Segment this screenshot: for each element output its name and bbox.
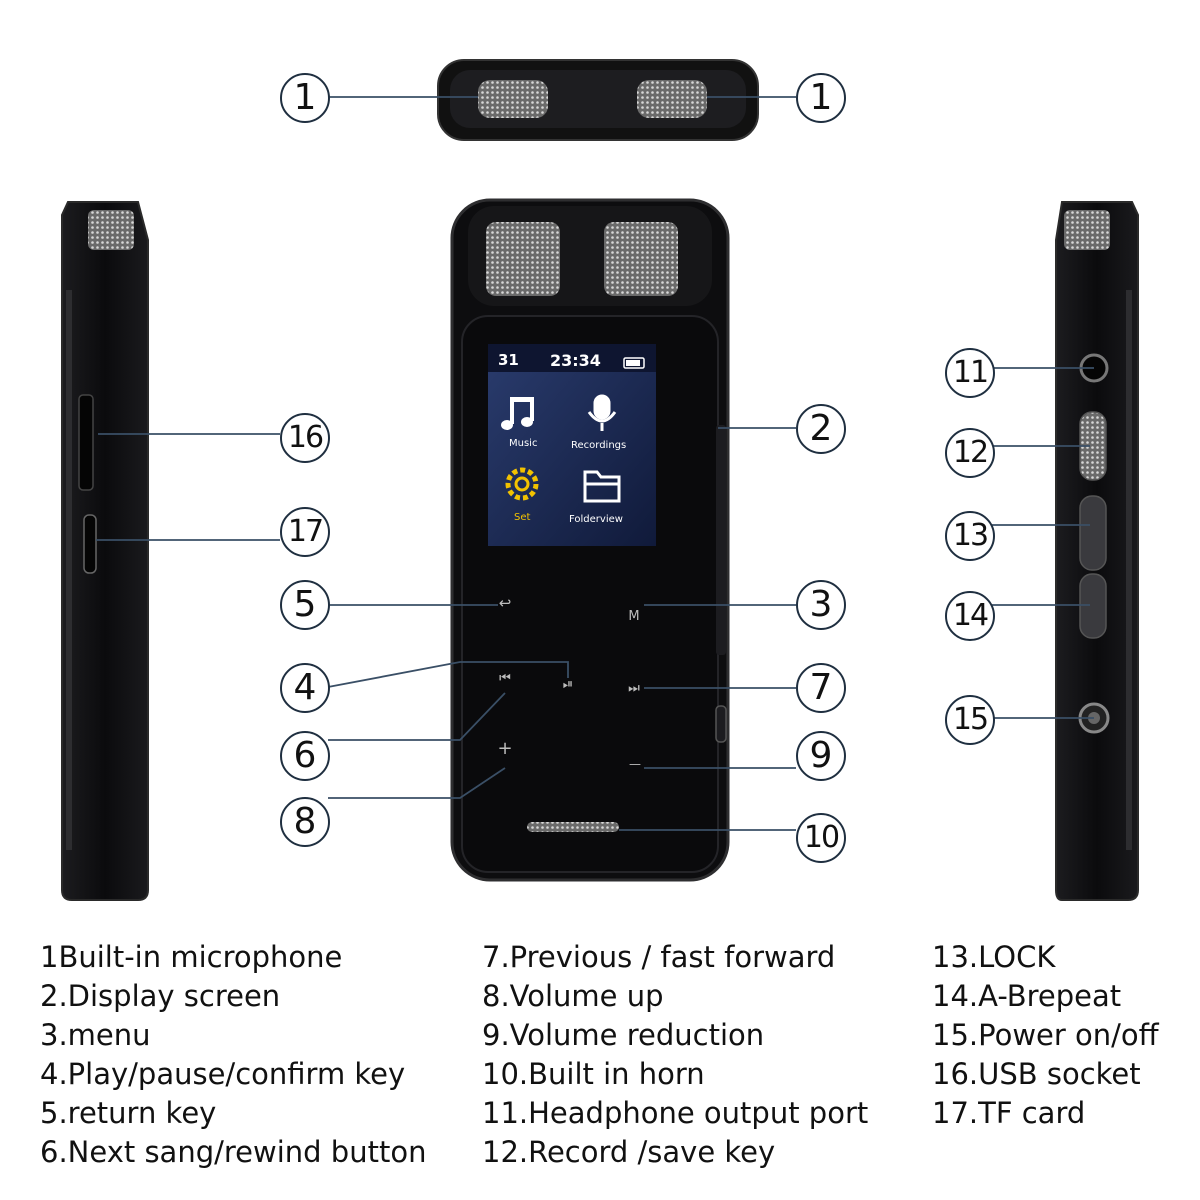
legend-item: 8.Volume up <box>482 977 868 1016</box>
legend-item: 17.TF card <box>932 1094 1159 1133</box>
volume-indicator: 31 <box>498 351 519 369</box>
legend-item: 7.Previous / fast forward <box>482 938 868 977</box>
device-diagram: 31 23:34 Music Recordings S <box>0 0 1200 930</box>
front-microphone-left <box>486 222 560 296</box>
app-label-recordings: Recordings <box>571 440 626 451</box>
callout-3: 3 <box>796 580 846 630</box>
legend-item: 13.LOCK <box>932 938 1159 977</box>
legend-column-3: 13.LOCK 14.A-Brepeat 15.Power on/off 16.… <box>932 938 1159 1133</box>
previous-rewind-key[interactable]: ⏮ <box>499 671 511 686</box>
callout-1-right: 1 <box>796 73 846 123</box>
menu-key[interactable]: M <box>628 609 639 624</box>
callout-10: 10 <box>796 813 846 863</box>
next-fast-forward-key[interactable]: ⏭ <box>628 681 640 696</box>
callout-9: 9 <box>796 731 846 781</box>
callout-15: 15 <box>945 695 995 745</box>
callout-13: 13 <box>945 511 995 561</box>
legend-item: 4.Play/pause/confirm key <box>40 1055 426 1094</box>
legend-item: 11.Headphone output port <box>482 1094 868 1133</box>
callout-12: 12 <box>945 428 995 478</box>
device-front-view: 31 23:34 Music Recordings S <box>452 200 728 880</box>
callout-8: 8 <box>280 797 330 847</box>
callout-7: 7 <box>796 663 846 713</box>
play-pause-key[interactable]: ⏯ <box>563 677 573 692</box>
speaker-grille <box>527 822 619 832</box>
device-right-side-view <box>1056 202 1138 900</box>
usb-socket-port <box>79 395 93 490</box>
legend-column-1: 1Built-in microphone 2.Display screen 3.… <box>40 938 426 1172</box>
app-label-music: Music <box>509 438 537 449</box>
legend-item: 6.Next sang/rewind button <box>40 1133 426 1172</box>
volume-up-key[interactable]: + <box>497 738 512 759</box>
callout-6: 6 <box>280 731 330 781</box>
callout-1-left: 1 <box>280 73 330 123</box>
legend-item: 14.A-Brepeat <box>932 977 1159 1016</box>
top-microphone-left <box>478 80 548 118</box>
clock-time: 23:34 <box>550 351 601 370</box>
legend-item: 5.return key <box>40 1094 426 1133</box>
legend-item: 12.Record /save key <box>482 1133 868 1172</box>
return-key[interactable]: ↩ <box>499 594 512 612</box>
app-label-set: Set <box>514 512 531 523</box>
callout-17: 17 <box>280 507 330 557</box>
callout-11: 11 <box>945 348 995 398</box>
legend-item: 15.Power on/off <box>932 1016 1159 1055</box>
legend-column-2: 7.Previous / fast forward 8.Volume up 9.… <box>482 938 868 1172</box>
device-top-view <box>438 60 758 140</box>
ab-repeat-key <box>1080 574 1106 638</box>
device-left-side-view <box>62 202 148 900</box>
callout-2: 2 <box>796 404 846 454</box>
callout-5: 5 <box>280 580 330 630</box>
app-label-folderview: Folderview <box>569 514 623 525</box>
legend-item: 16.USB socket <box>932 1055 1159 1094</box>
tf-card-slot <box>84 515 96 573</box>
front-microphone-right <box>604 222 678 296</box>
display-screen: 31 23:34 Music Recordings S <box>488 344 656 546</box>
callout-14: 14 <box>945 591 995 641</box>
legend-item: 10.Built in horn <box>482 1055 868 1094</box>
legend-item: 9.Volume reduction <box>482 1016 868 1055</box>
lock-switch <box>1080 496 1106 570</box>
top-microphone-right <box>637 80 707 118</box>
legend-item: 3.menu <box>40 1016 426 1055</box>
callout-4: 4 <box>280 663 330 713</box>
volume-down-key[interactable]: — <box>629 757 641 771</box>
legend-item: 2.Display screen <box>40 977 426 1016</box>
callout-16: 16 <box>280 413 330 463</box>
legend-item: 1Built-in microphone <box>40 938 426 977</box>
